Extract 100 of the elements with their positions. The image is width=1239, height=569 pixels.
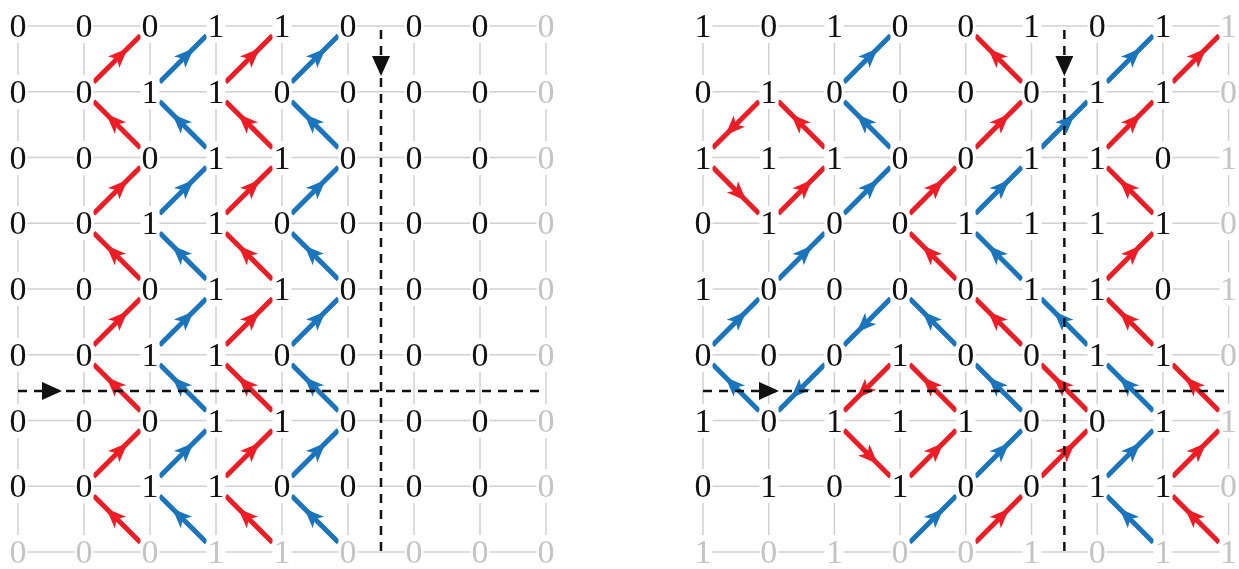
bit-value: 0 [824, 206, 844, 241]
bit-value: 0 [404, 140, 424, 175]
bit-value: 0 [1219, 206, 1239, 241]
bit-value: 0 [824, 469, 844, 504]
bit-value: 0 [1153, 140, 1173, 175]
bit-value: 1 [272, 403, 292, 438]
bit-value: 0 [956, 140, 976, 175]
bit-value: 0 [536, 140, 556, 175]
bit-value: 1 [1022, 535, 1041, 569]
bit-value: 0 [1087, 535, 1107, 569]
bit-value: 0 [956, 337, 976, 372]
bit-value: 0 [536, 337, 556, 372]
bit-value: 0 [404, 74, 424, 109]
bit-value: 0 [536, 535, 556, 569]
bit-value: 0 [404, 206, 424, 241]
bit-value: 0 [470, 140, 490, 175]
bit-value: 0 [536, 74, 556, 109]
bit-value: 0 [890, 272, 910, 306]
bit-value: 0 [536, 206, 556, 241]
bit-value: 0 [693, 337, 713, 372]
bit-value: 1 [759, 469, 779, 504]
bit-value: 1 [1153, 206, 1173, 241]
bit-value: 1 [140, 469, 160, 504]
bit-value: 0 [8, 206, 28, 241]
bit-value: 0 [338, 140, 358, 175]
bit-value: 0 [470, 469, 490, 504]
bit-value: 0 [1153, 272, 1173, 306]
bit-value: 1 [759, 140, 779, 175]
bit-value: 0 [140, 140, 160, 175]
bit-value: 0 [956, 535, 976, 569]
bit-value: 0 [759, 272, 779, 306]
bit-value: 1 [206, 74, 226, 109]
bit-value: 0 [759, 337, 779, 372]
bit-value: 0 [74, 535, 94, 569]
bit-value: 0 [1022, 337, 1041, 372]
bit-value: 0 [824, 337, 844, 372]
bit-value: 1 [1153, 74, 1173, 109]
bit-value: 1 [956, 206, 976, 241]
bit-value: 1 [824, 535, 844, 569]
bit-value: 1 [1022, 140, 1041, 175]
bit-value: 0 [759, 535, 779, 569]
bit-value: 0 [74, 337, 94, 372]
bit-value: 1 [1153, 337, 1173, 372]
bit-value: 0 [74, 206, 94, 241]
bit-value: 0 [404, 469, 424, 504]
bit-value: 0 [8, 337, 28, 372]
bit-value: 1 [206, 337, 226, 372]
bit-value: 0 [8, 403, 28, 438]
bit-value: 1 [1022, 272, 1041, 306]
bit-value: 0 [536, 403, 556, 438]
bit-value: 0 [338, 272, 358, 306]
bit-value: 0 [470, 403, 490, 438]
bit-value: 0 [74, 140, 94, 175]
bit-value: 0 [693, 469, 713, 504]
bit-value: 0 [404, 272, 424, 306]
bit-value: 0 [536, 272, 556, 306]
bit-value: 0 [470, 206, 490, 241]
bit-value: 1 [1087, 337, 1107, 372]
bit-value: 1 [1022, 206, 1041, 241]
bit-value: 1 [1087, 272, 1107, 306]
bit-value: 1 [1087, 140, 1107, 175]
bit-value: 1 [206, 535, 226, 569]
bit-value: 0 [1022, 469, 1041, 504]
bit-value: 0 [956, 469, 976, 504]
bit-value: 1 [759, 206, 779, 241]
bit-value: 0 [74, 74, 94, 109]
bit-value: 0 [272, 206, 292, 241]
bit-value: 1 [140, 74, 160, 109]
bit-value: 1 [272, 535, 292, 569]
bit-value: 1 [759, 74, 779, 109]
bit-value: 0 [1219, 74, 1239, 109]
bit-value: 1 [1087, 74, 1107, 109]
bit-value: 0 [140, 535, 160, 569]
bit-value: 1 [206, 206, 226, 241]
bit-value: 0 [272, 469, 292, 504]
bit-value: 0 [470, 74, 490, 109]
bit-value: 0 [8, 140, 28, 175]
bit-value: 0 [74, 469, 94, 504]
bit-value: 0 [338, 74, 358, 109]
bit-value: 1 [272, 272, 292, 306]
bit-value: 0 [470, 535, 490, 569]
bit-value: 0 [470, 272, 490, 306]
bit-value: 1 [206, 469, 226, 504]
bit-value: 0 [890, 206, 910, 241]
bit-value: 0 [338, 403, 358, 438]
bit-value: 0 [759, 403, 779, 438]
bit-value: 1 [956, 403, 976, 438]
bit-value: 1 [272, 140, 292, 175]
bit-value: 0 [140, 403, 160, 438]
bit-value: 0 [140, 272, 160, 306]
bit-value: 0 [1219, 337, 1239, 372]
bit-value: 0 [272, 74, 292, 109]
bit-value: 0 [8, 535, 28, 569]
bit-value: 0 [8, 469, 28, 504]
bit-value: 1 [140, 337, 160, 372]
bit-value: 0 [824, 74, 844, 109]
bit-value: 1 [206, 403, 226, 438]
bit-value: 1 [1153, 469, 1173, 504]
bit-value: 0 [338, 337, 358, 372]
bit-value: 1 [890, 403, 910, 438]
